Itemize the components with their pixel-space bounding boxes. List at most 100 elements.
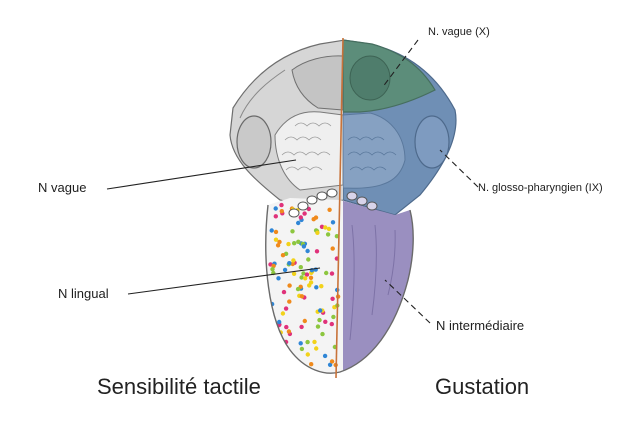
label-n-glosso-pharyngien: N. glosso-pharyngien (IX) [478,182,603,194]
taste-dot [292,241,297,246]
taste-dot [280,311,286,316]
taste-dot [330,296,335,301]
taste-dot [273,214,278,219]
taste-dot [323,225,328,230]
taste-dot [319,224,325,229]
circumvallate-papillae [288,188,378,218]
taste-dot [286,329,292,334]
taste-dot [309,362,314,367]
taste-dot [291,258,296,263]
taste-dot [298,265,303,270]
label-n-vague: N vague [38,180,87,195]
taste-dot [283,306,289,311]
taste-dot [311,217,316,222]
leader-n-vague [106,159,297,190]
taste-dot [305,248,310,254]
taste-dot [308,275,314,280]
taste-dot [269,228,274,233]
taste-dot [275,243,281,248]
taste-dot [298,341,303,346]
taste-dot [305,352,310,357]
taste-dot [299,346,305,352]
taste-dot [314,249,320,254]
taste-dot [305,339,310,345]
taste-dot [273,206,278,211]
taste-dot [276,351,281,356]
taste-dot [325,232,331,237]
taste-dot [281,289,287,295]
taste-dot [284,324,289,330]
taste-dot [286,360,291,365]
taste-dot [319,284,324,289]
taste-dot [308,280,314,285]
taste-dot [273,347,278,353]
label-n-lingual: N lingual [58,286,109,301]
leader-n-lingual [127,267,321,295]
taste-dot [287,299,292,304]
tongue-outline [265,204,414,374]
taste-dot [284,348,289,354]
taste-dot [302,318,307,324]
label-n-vague-x: N. vague (X) [428,26,490,38]
taste-dot [329,321,334,327]
leader-lines [106,39,479,324]
taste-dot [301,271,306,276]
caption-gustation: Gustation [435,374,530,399]
intermediate-zone [343,198,414,374]
taste-dot [299,294,305,299]
taste-dot [300,366,305,371]
taste-dot [286,241,291,247]
taste-dot [303,276,308,281]
taste-dot [276,276,281,281]
taste-dot [287,283,292,288]
root-gustation-zone [343,39,457,216]
taste-dot [280,253,286,258]
taste-dot [318,308,323,313]
midline [335,37,344,379]
taste-dot [329,359,335,364]
taste-dot [301,244,307,249]
taste-dot [306,257,311,262]
taste-dot [315,230,320,235]
palatine-tonsil-left [236,115,272,169]
taste-dot [330,220,336,225]
taste-dot [272,325,277,330]
taste-dot [273,348,278,353]
taste-dot [296,220,301,226]
taste-dot [304,272,310,277]
taste-dot [299,275,304,280]
taste-dot [279,202,284,208]
taste-dot [268,327,273,332]
taste-dot [329,271,335,276]
root-tactile-zone [229,39,343,206]
taste-dot [327,207,332,212]
taste-dot [330,246,335,251]
taste-dot [312,339,317,345]
taste-dot [324,270,329,276]
taste-dot [326,226,332,232]
taste-dot [274,366,279,371]
taste-dot [273,355,278,360]
taste-dot [282,267,288,273]
taste-dot [277,319,282,325]
label-n-intermediaire: N intermédiaire [436,318,525,333]
taste-dot [287,261,292,266]
leader-glosso [439,149,479,188]
taste-dot [290,261,295,267]
taste-dot [273,229,279,235]
taste-dot [271,263,276,269]
caption-sensibilite-tactile: Sensibilité tactile [97,374,261,399]
taste-dot [323,319,328,324]
taste-dot [277,239,282,245]
leader-vague-x [381,39,419,89]
taste-dot [327,362,333,367]
taste-dot [314,346,319,351]
taste-dot [270,267,275,272]
taste-dot [302,211,307,216]
taste-dot [315,324,321,329]
taste-dot [295,286,301,292]
taste-dot [317,317,322,323]
taste-dot [299,324,304,330]
